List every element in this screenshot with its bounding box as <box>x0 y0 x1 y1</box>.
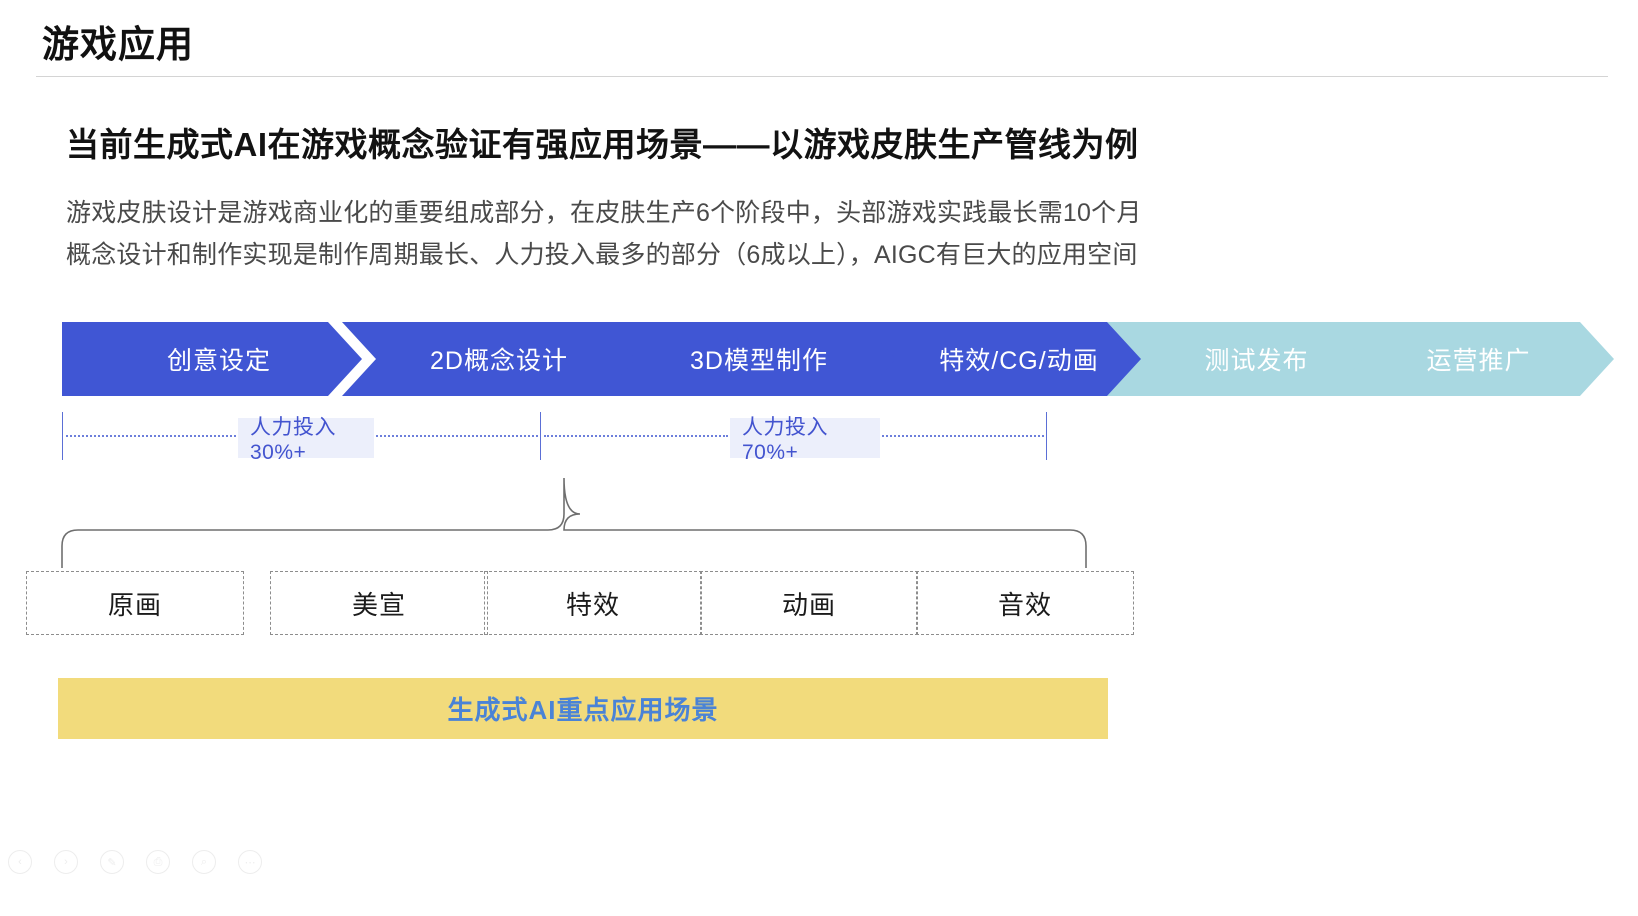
category-box-1[interactable]: 原画 <box>26 571 244 635</box>
next-slide-glyph: › <box>64 856 68 868</box>
page-title: 游戏应用 <box>42 24 194 65</box>
body-line-1: 游戏皮肤设计是游戏商业化的重要组成部分，在皮肤生产6个阶段中，头部游戏实践最长需… <box>66 199 1142 227</box>
highlight-banner-label: 生成式AI重点应用场景 <box>447 695 719 725</box>
pipeline-stage-6[interactable]: 运营推广 <box>1329 322 1614 396</box>
body-copy: 游戏皮肤设计是游戏商业化的重要组成部分，在皮肤生产6个阶段中，头部游戏实践最长需… <box>66 192 1366 276</box>
body-line-2: 概念设计和制作实现是制作周期最长、人力投入最多的部分（6成以上），AIGC有巨大… <box>66 241 1138 269</box>
category-box-2-label: 美宣 <box>351 589 406 620</box>
brace-connector <box>61 477 1087 568</box>
more-options-glyph: ⋯ <box>244 856 256 869</box>
category-box-2[interactable]: 美宣 <box>270 571 488 635</box>
effort-tick-end <box>1046 412 1047 460</box>
effort-label-1-text: 人力投入30%+ <box>250 416 336 464</box>
category-box-4-label: 动画 <box>781 589 836 620</box>
pipeline-diagram: 创意设定 2D概念设计 3D模型制作 特效/CG/动画 测试发布 运营推广 <box>62 322 1614 396</box>
category-box-3[interactable]: 特效 <box>484 571 702 635</box>
zoom-search-icon[interactable]: ⌕ <box>192 850 216 874</box>
pipeline-stage-5-label: 测试发布 <box>1204 347 1309 375</box>
slide-toolbar: ‹ › ✎ ⎙ ⌕ ⋯ <box>0 850 300 880</box>
effort-label-2: 人力投入70%+ <box>730 416 880 464</box>
effort-tick-middle <box>540 412 541 460</box>
pipeline-stage-3-label: 3D模型制作 <box>690 347 828 375</box>
pen-annotate-glyph: ✎ <box>107 856 117 869</box>
effort-tick-start <box>62 412 63 460</box>
pipeline-stage-3[interactable]: 3D模型制作 <box>602 322 902 396</box>
pen-annotate-icon[interactable]: ✎ <box>100 850 124 874</box>
pipeline-stage-6-label: 运营推广 <box>1426 347 1531 375</box>
pipeline-stage-1[interactable]: 创意设定 <box>62 322 362 396</box>
highlight-banner: 生成式AI重点应用场景 <box>58 678 1108 739</box>
category-box-3-label: 特效 <box>565 589 620 620</box>
save-slide-glyph: ⎙ <box>153 855 163 868</box>
category-box-4[interactable]: 动画 <box>700 571 918 635</box>
effort-dotline-1a <box>66 435 236 437</box>
effort-annotation-band: 人力投入30%+ 人力投入70%+ <box>62 412 1052 464</box>
headline: 当前生成式AI在游戏概念验证有强应用场景——以游戏皮肤生产管线为例 <box>66 126 1139 163</box>
category-box-1-label: 原画 <box>107 589 162 620</box>
save-slide-icon[interactable]: ⎙ <box>146 850 170 874</box>
pipeline-stage-4-label: 特效/CG/动画 <box>939 347 1099 375</box>
more-options-icon[interactable]: ⋯ <box>238 850 262 874</box>
category-box-5[interactable]: 音效 <box>916 571 1134 635</box>
effort-dotline-2b <box>882 435 1044 437</box>
effort-dotline-2a <box>544 435 728 437</box>
pipeline-stage-2[interactable]: 2D概念设计 <box>342 322 642 396</box>
next-slide-icon[interactable]: › <box>54 850 78 874</box>
effort-label-2-text: 人力投入70%+ <box>742 416 828 464</box>
category-box-5-label: 音效 <box>997 589 1052 620</box>
effort-dotline-1b <box>376 435 538 437</box>
title-divider <box>36 76 1608 77</box>
prev-slide-glyph: ‹ <box>18 856 22 868</box>
pipeline-stage-1-label: 创意设定 <box>166 347 271 375</box>
effort-label-1: 人力投入30%+ <box>238 416 374 464</box>
pipeline-stage-4[interactable]: 特效/CG/动画 <box>862 322 1162 396</box>
pipeline-stage-2-label: 2D概念设计 <box>430 347 568 375</box>
category-box-row: 原画 美宣 特效 动画 音效 <box>26 571 1134 635</box>
zoom-search-glyph: ⌕ <box>200 855 208 868</box>
prev-slide-icon[interactable]: ‹ <box>8 850 32 874</box>
